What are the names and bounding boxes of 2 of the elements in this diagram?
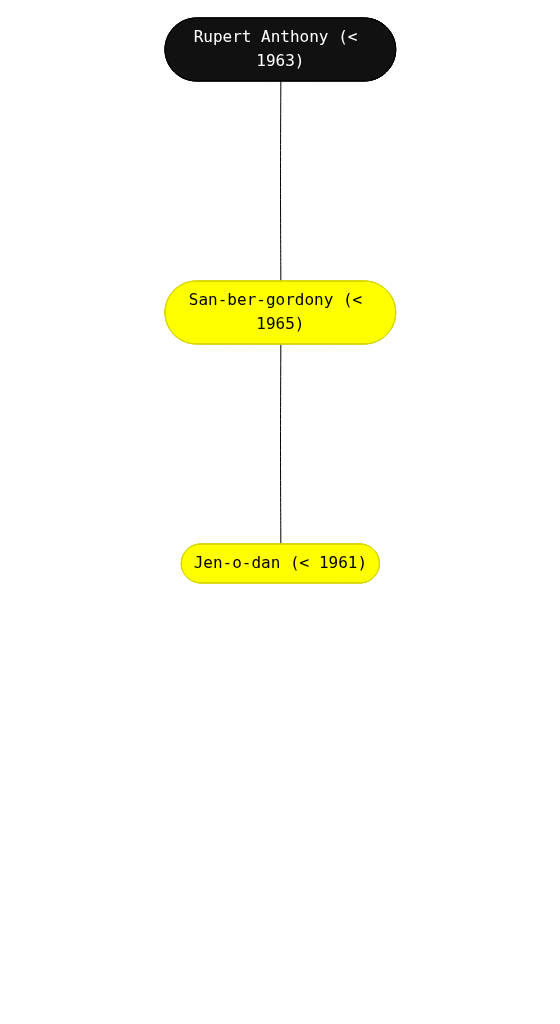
connector [279, 343, 281, 545]
connector [279, 81, 281, 282]
